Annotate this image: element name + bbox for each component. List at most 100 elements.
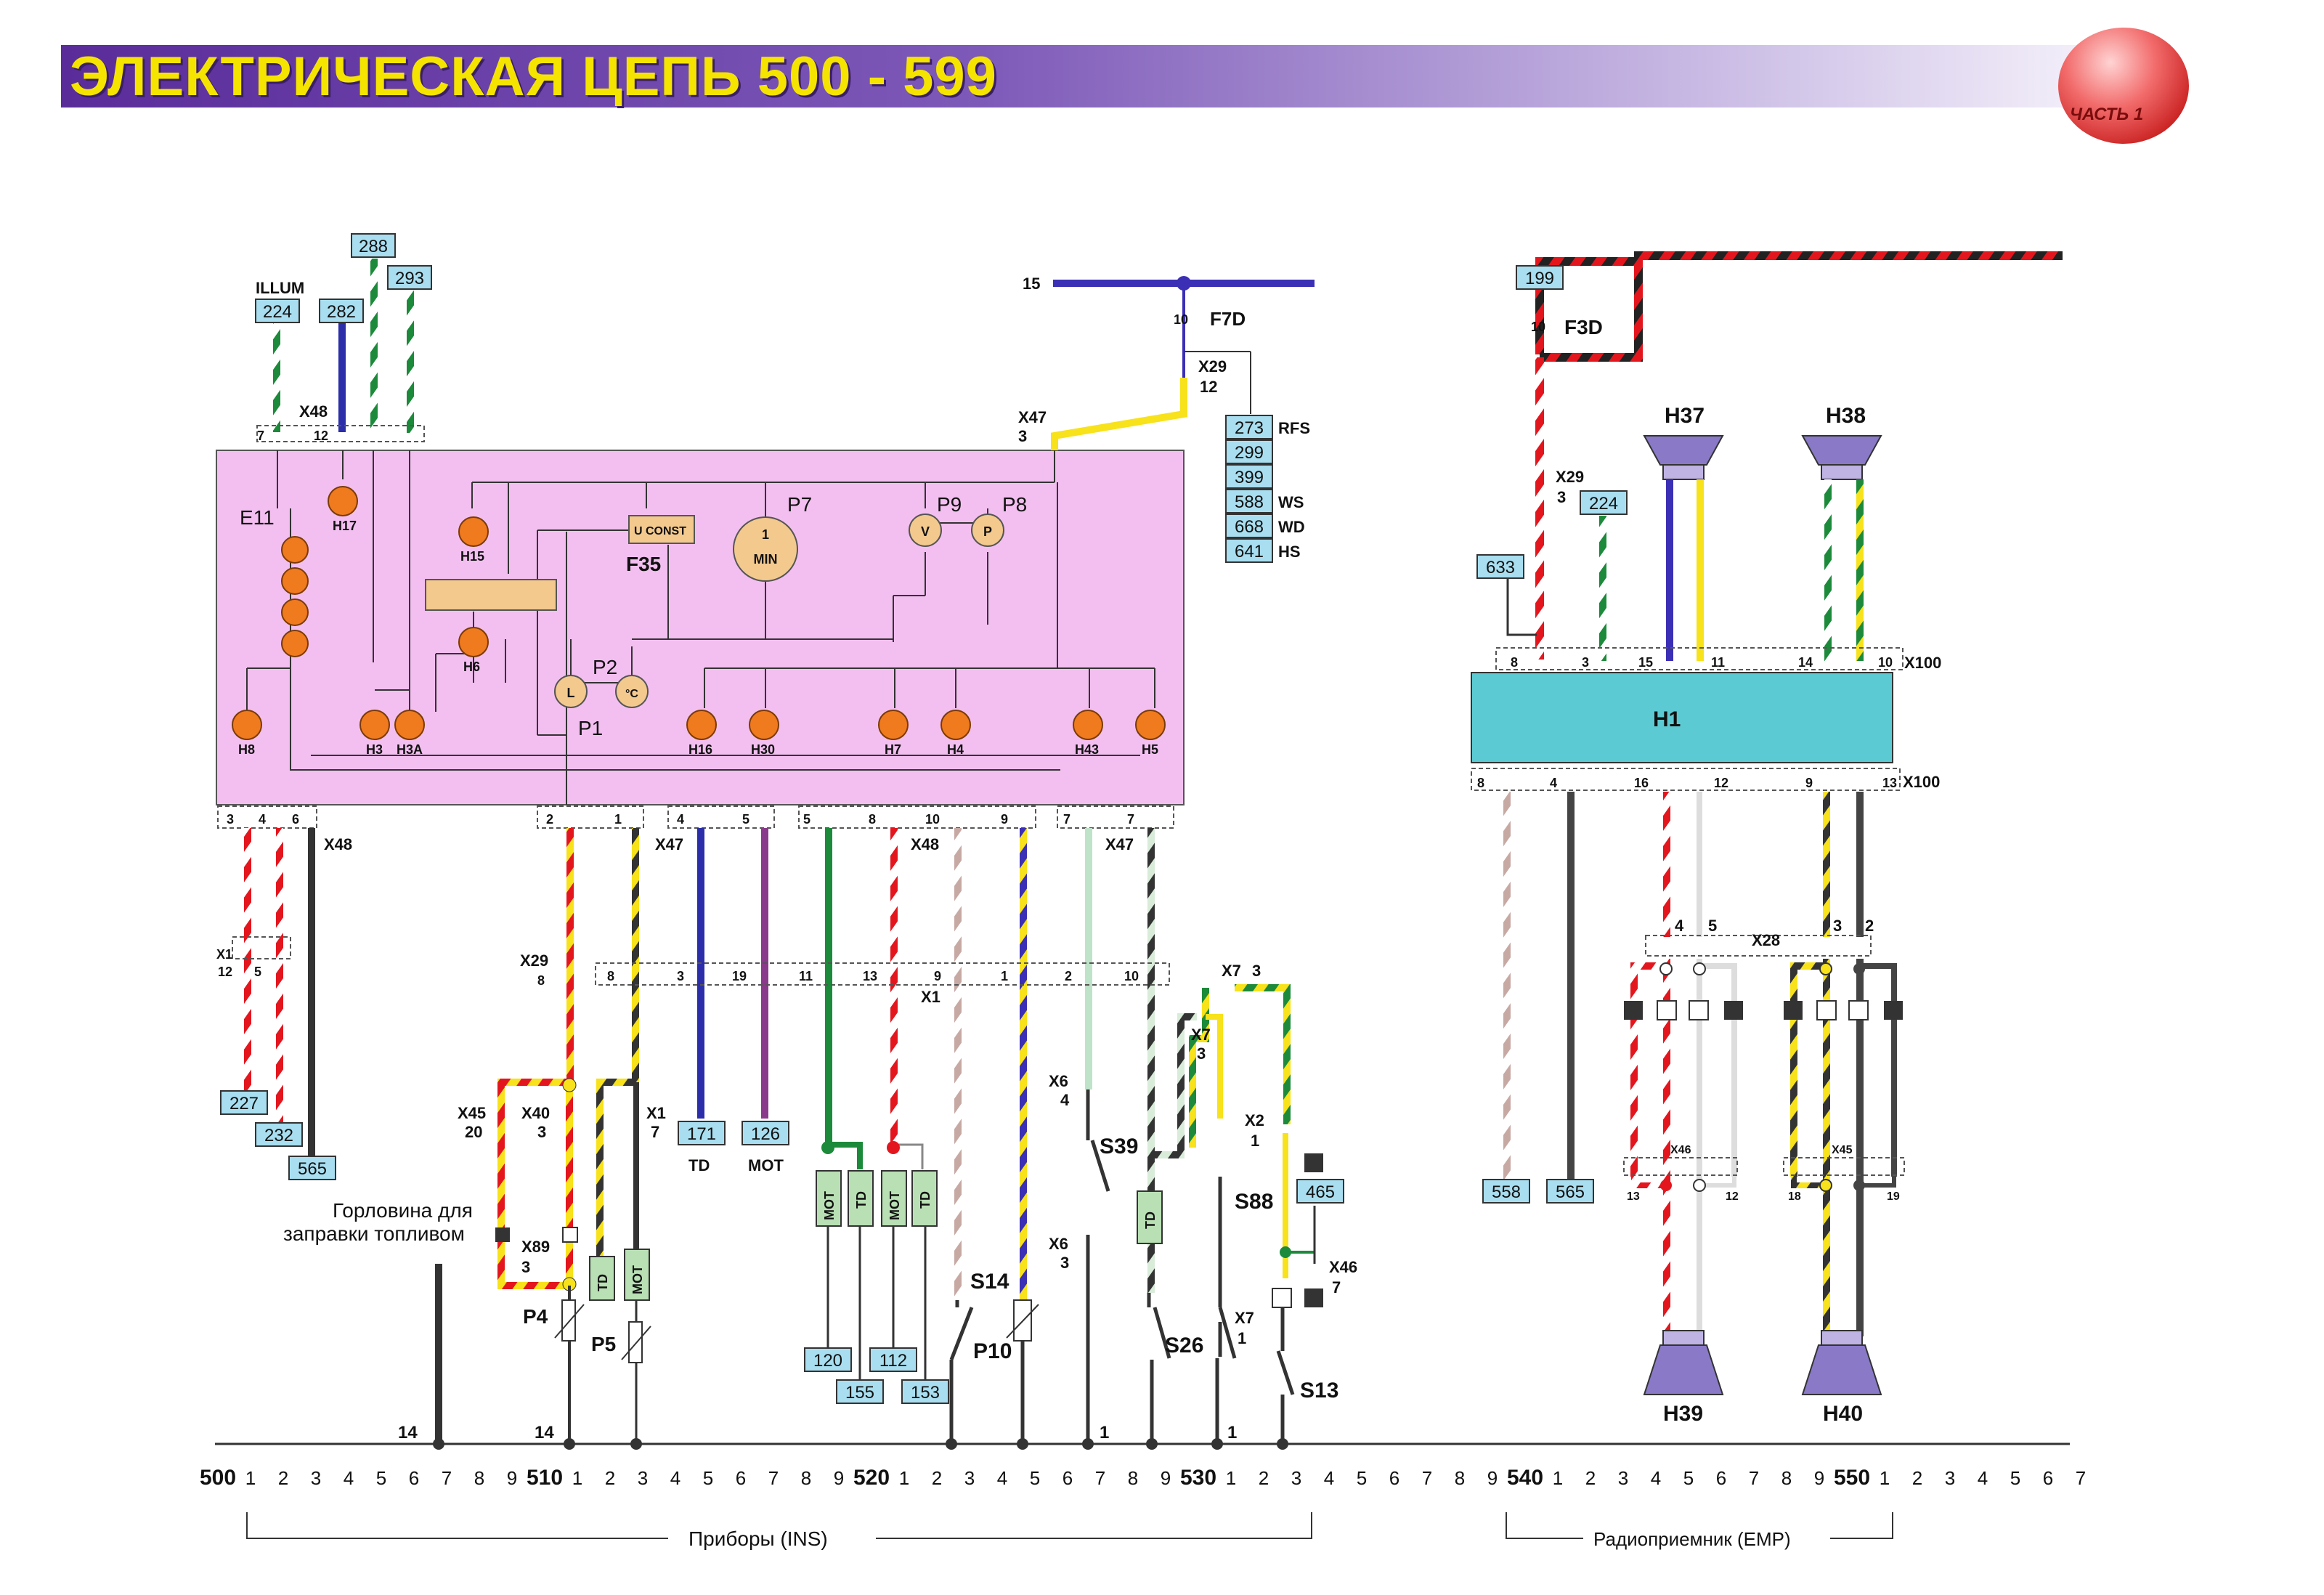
x1b-pin: 7 bbox=[651, 1123, 659, 1141]
ref-box-558: 558 bbox=[1482, 1179, 1530, 1204]
svg-text:TD: TD bbox=[596, 1274, 610, 1291]
x100-top-connector bbox=[1495, 647, 1904, 670]
x100-top-pins: 8 3 15 11 14 10 bbox=[1511, 655, 1893, 670]
scale-mark: 4 bbox=[1651, 1467, 1661, 1489]
radio-battery-feed bbox=[1535, 251, 2063, 354]
scale-mark: 1 bbox=[245, 1467, 256, 1489]
scale-mark: 7 bbox=[768, 1467, 779, 1489]
scale-mark: 1 bbox=[572, 1467, 582, 1489]
scale-mark: 4 bbox=[997, 1467, 1007, 1489]
x45-label: X45 bbox=[458, 1104, 486, 1122]
scale-mark: 8 bbox=[1128, 1467, 1138, 1489]
h17-lamp: H17 bbox=[328, 486, 358, 533]
scale-mark: 6 bbox=[736, 1467, 746, 1489]
scale-mark: 3 bbox=[311, 1467, 321, 1489]
scale-mark: 5 bbox=[703, 1467, 713, 1489]
svg-text:224: 224 bbox=[263, 302, 292, 322]
radio-h1-block bbox=[1471, 672, 1893, 763]
svg-text:13: 13 bbox=[863, 969, 877, 983]
scale-mark: 6 bbox=[1063, 1467, 1073, 1489]
wire-9 bbox=[1823, 792, 1830, 937]
x7b-label: X7 bbox=[1191, 1026, 1211, 1044]
ref-box-224: 224 bbox=[255, 299, 300, 323]
scale-mark: 1 bbox=[899, 1467, 909, 1489]
p7-tachometer: 1 MIN bbox=[733, 516, 798, 582]
h8-lamp: H8 bbox=[232, 710, 262, 757]
x2-pin: 1 bbox=[1251, 1132, 1259, 1150]
x46-radio-pin12: 12 bbox=[1726, 1190, 1739, 1203]
scale-mark: 8 bbox=[1781, 1467, 1792, 1489]
svg-text:120: 120 bbox=[813, 1351, 842, 1371]
s39-label: S39 bbox=[1100, 1135, 1138, 1158]
h16-lamp: H16 bbox=[686, 710, 717, 757]
svg-text:4: 4 bbox=[677, 812, 684, 827]
h38-label: H38 bbox=[1826, 404, 1866, 428]
p8-label: P8 bbox=[1002, 493, 1027, 516]
svg-text:H16: H16 bbox=[688, 742, 712, 757]
svg-text:8: 8 bbox=[1477, 776, 1484, 790]
svg-text:399: 399 bbox=[1235, 468, 1264, 487]
h39-label: H39 bbox=[1663, 1402, 1703, 1426]
panel-internal-wiring bbox=[246, 450, 1155, 805]
svg-text:WS: WS bbox=[1278, 493, 1304, 511]
illum-label: ILLUM bbox=[256, 279, 304, 297]
x1-left-pin5: 5 bbox=[254, 965, 261, 979]
x7a-pin: 3 bbox=[1252, 962, 1261, 980]
x100-bot-label: X100 bbox=[1903, 773, 1940, 791]
h7-lamp: H7 bbox=[878, 710, 909, 757]
h3a-lamp: H3A bbox=[394, 710, 425, 757]
x1b-label: X1 bbox=[646, 1104, 666, 1122]
x1-row-label: X1 bbox=[921, 988, 940, 1006]
x28-pin3: 3 bbox=[1833, 917, 1842, 935]
scale-mark: 4 bbox=[1324, 1467, 1334, 1489]
section-ins-label: Приборы (INS) bbox=[688, 1527, 828, 1550]
x46-pin: 7 bbox=[1332, 1278, 1341, 1296]
svg-text:5: 5 bbox=[803, 812, 810, 827]
x29-ins-label: X29 bbox=[1198, 357, 1227, 376]
scale-mark: 2 bbox=[1912, 1467, 1922, 1489]
temp-gauge-c: °C bbox=[615, 675, 649, 708]
wire-h38-yellow bbox=[1856, 479, 1864, 661]
x29-ins-pin: 12 bbox=[1200, 378, 1217, 396]
ground-nodes bbox=[433, 1438, 1288, 1450]
scale-mark: 510 bbox=[527, 1466, 563, 1490]
wire-h37-blue bbox=[1666, 479, 1673, 661]
scale-mark: 8 bbox=[1455, 1467, 1465, 1489]
scale-mark: 5 bbox=[1030, 1467, 1040, 1489]
svg-text:171: 171 bbox=[687, 1124, 716, 1144]
svg-text:WD: WD bbox=[1278, 518, 1305, 536]
fuel-gauge-l: L bbox=[554, 675, 588, 708]
svg-text:3: 3 bbox=[677, 969, 684, 983]
svg-text:1: 1 bbox=[762, 527, 769, 542]
svg-text:8: 8 bbox=[607, 969, 614, 983]
x6a-pin: 4 bbox=[1060, 1091, 1070, 1109]
temp-sender-p5: TD MOT bbox=[589, 1079, 651, 1445]
svg-text:TD: TD bbox=[918, 1191, 933, 1209]
ref-box-232: 232 bbox=[255, 1122, 303, 1147]
svg-text:10: 10 bbox=[1124, 969, 1139, 983]
f7d-label: F7D bbox=[1210, 308, 1246, 330]
f35-label: F35 bbox=[626, 553, 661, 575]
radio-feed-down bbox=[1540, 261, 1643, 362]
x48b-bot-label: X48 bbox=[911, 835, 939, 853]
scale-mark: 1 bbox=[1226, 1467, 1236, 1489]
scale-mark: 6 bbox=[1716, 1467, 1726, 1489]
ref-box-171: 171 bbox=[678, 1121, 726, 1145]
scale-mark: 7 bbox=[1422, 1467, 1432, 1489]
scale-mark: 4 bbox=[670, 1467, 680, 1489]
scale-mark: 9 bbox=[507, 1467, 517, 1489]
svg-text:MOT: MOT bbox=[822, 1191, 837, 1220]
scale-mark: 6 bbox=[2043, 1467, 2053, 1489]
ground-1-a: 1 bbox=[1100, 1423, 1109, 1442]
svg-text:H30: H30 bbox=[751, 742, 775, 757]
ref-box-282: 282 bbox=[319, 299, 364, 323]
svg-text:16: 16 bbox=[1634, 776, 1649, 790]
x28-pin4: 4 bbox=[1675, 917, 1684, 935]
svg-text:H5: H5 bbox=[1142, 742, 1158, 757]
scale-mark: 540 bbox=[1507, 1466, 1543, 1490]
x7a-label: X7 bbox=[1222, 962, 1241, 980]
svg-text:4: 4 bbox=[259, 812, 266, 827]
svg-text:4: 4 bbox=[1550, 776, 1557, 790]
scale-mark: 5 bbox=[1683, 1467, 1694, 1489]
ref-stack: 273 RFS 299 399 588 WS 668 WD 641 HS bbox=[1225, 415, 1310, 563]
